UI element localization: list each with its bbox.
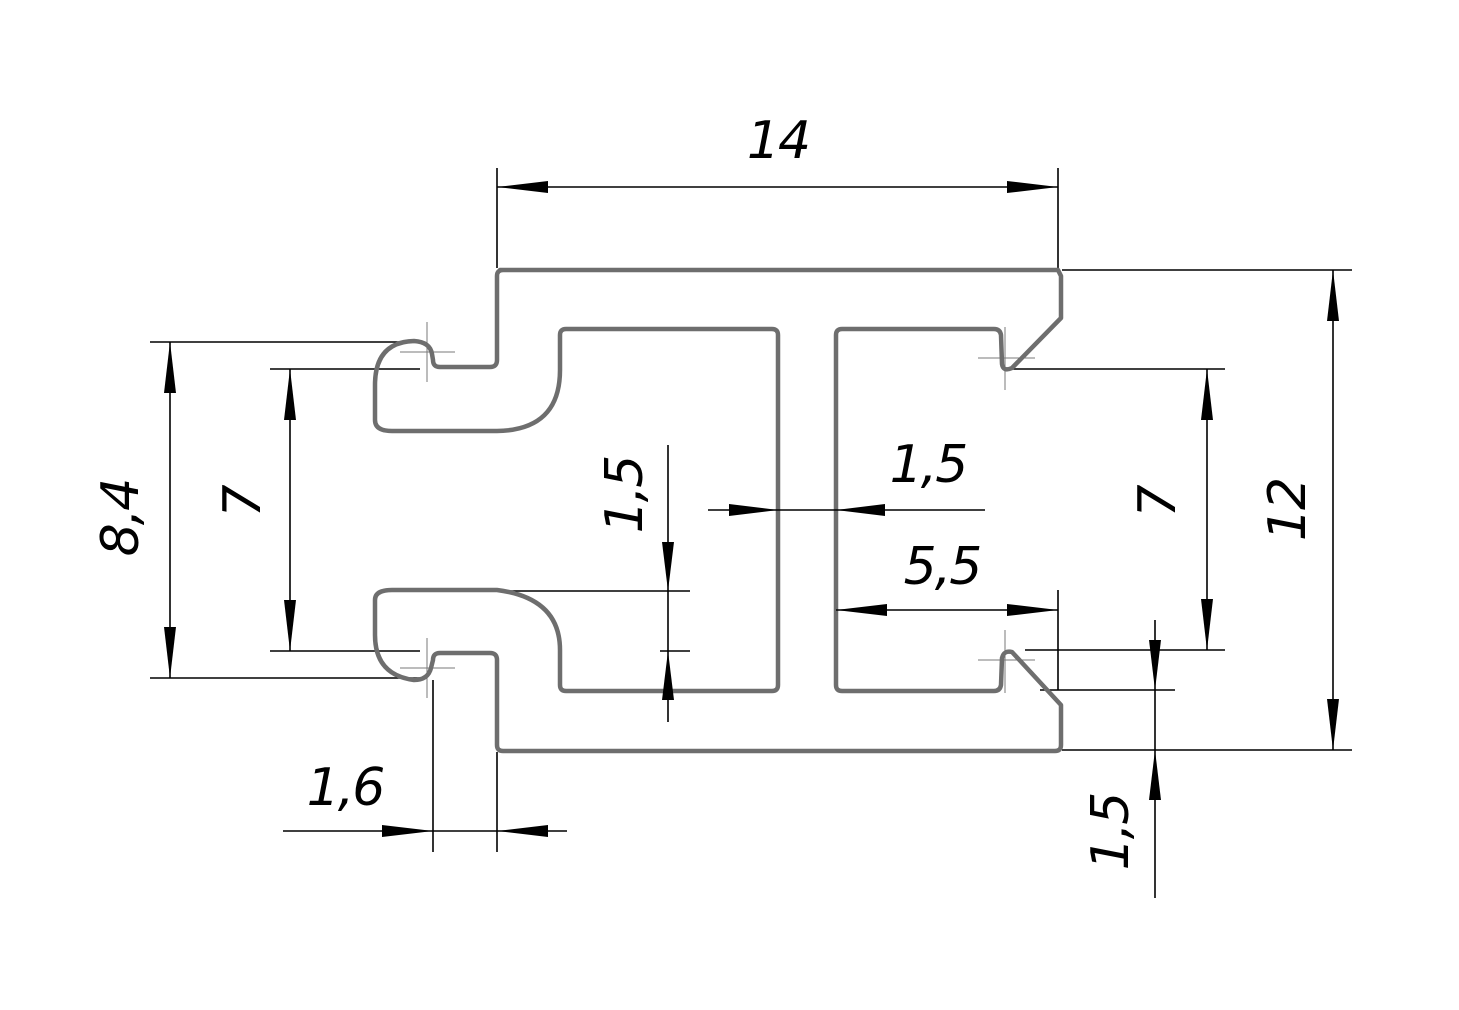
dim-label-overall-height: 12 — [1258, 479, 1318, 541]
dim-label-left-outer-opening: 8,4 — [91, 480, 151, 557]
dimension-overall-height: 12 — [1258, 270, 1339, 750]
dim-label-overall-width: 14 — [747, 111, 809, 171]
dimension-left-inner-opening: 7 — [213, 369, 296, 651]
dimension-bottom-flange-thickness: 1,5 — [1081, 620, 1161, 898]
dimension-overall-width: 14 — [497, 111, 1058, 193]
center-marks — [400, 322, 1035, 698]
dim-label-web-thickness: 1,5 — [890, 435, 967, 495]
dim-label-lip-thickness: 1,6 — [307, 758, 384, 818]
dim-label-left-inner-opening: 7 — [213, 485, 273, 518]
dim-label-flange-thickness: 1,5 — [595, 457, 655, 534]
dimension-right-inner-opening: 7 — [1128, 369, 1213, 650]
dimension-web-thickness: 1,5 — [708, 435, 985, 516]
dimension-lip-thickness: 1,6 — [283, 758, 567, 837]
dimension-right-pocket-width: 5,5 — [836, 537, 1058, 616]
extension-lines — [150, 168, 1352, 852]
dim-label-bottom-flange-thickness: 1,5 — [1081, 794, 1141, 871]
dimension-left-outer-opening: 8,4 — [91, 342, 176, 678]
profile-outline — [372, 267, 1064, 754]
dim-label-right-inner-opening: 7 — [1128, 485, 1188, 518]
dimension-flange-thickness: 1,5 — [595, 445, 674, 722]
dim-label-right-pocket-width: 5,5 — [904, 537, 981, 597]
